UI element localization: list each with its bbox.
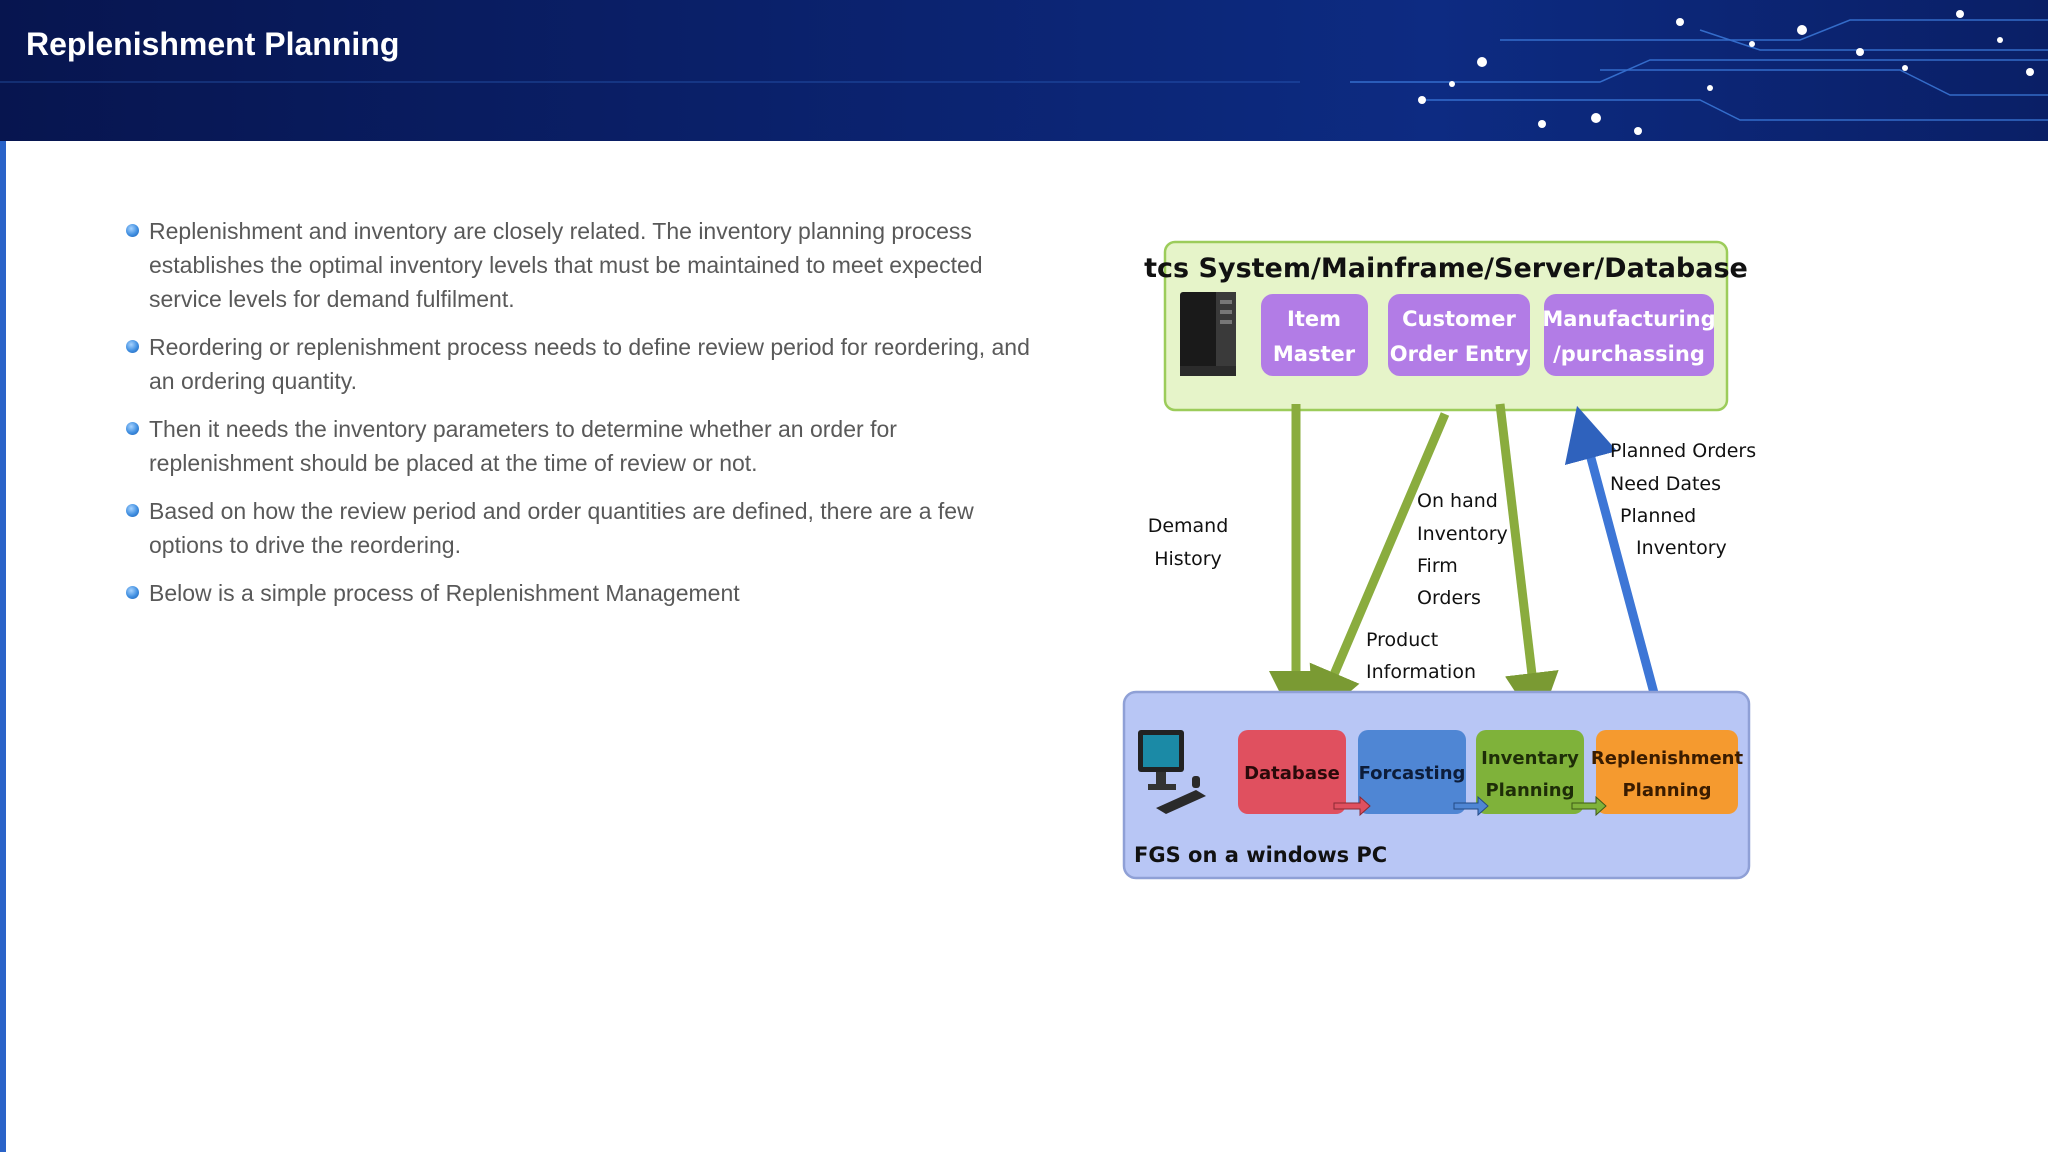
module-label-line2: /purchassing <box>1553 342 1705 366</box>
module-label-line1: Replenishment <box>1591 748 1744 769</box>
module-label-line2: Master <box>1273 342 1356 366</box>
list-item: Replenishment and inventory are closely … <box>126 214 1046 316</box>
circuit-decoration <box>0 10 2048 135</box>
process-diagram: tcs System/Mainframe/Server/Database Ite… <box>1122 240 1756 880</box>
label-product-info-line1: Product <box>1366 629 1438 651</box>
bullet-text: Replenishment and inventory are closely … <box>149 218 983 312</box>
label-planned-orders-line3: Planned <box>1620 505 1696 527</box>
module-label-line1: Manufacturing <box>1542 307 1715 331</box>
label-on-hand-line4: Orders <box>1417 587 1481 609</box>
label-planned-orders-line1: Planned Orders <box>1610 440 1756 462</box>
bullet-text: Below is a simple process of Replenishme… <box>149 580 740 606</box>
bullet-icon <box>126 224 139 237</box>
desktop-computer-icon <box>1138 730 1206 814</box>
list-item: Then it needs the inventory parameters t… <box>126 412 1046 480</box>
label-on-hand-line2: Inventory <box>1417 523 1508 545</box>
bullet-icon <box>126 422 139 435</box>
module-customer-order-entry: Customer Order Entry <box>1388 294 1530 376</box>
page-title: Replenishment Planning <box>26 26 400 62</box>
label-demand-history-line2: History <box>1154 548 1222 570</box>
module-label-line1: Customer <box>1402 307 1516 331</box>
module-database: Database <box>1238 730 1346 814</box>
arrow-on-hand-inventory <box>1495 403 1559 727</box>
server-tower-icon <box>1180 292 1236 376</box>
module-label-line2: Order Entry <box>1390 342 1529 366</box>
module-item-master: Item Master <box>1261 294 1368 376</box>
bullet-icon <box>126 340 139 353</box>
label-on-hand-line3: Firm <box>1417 555 1458 577</box>
module-replenishment-planning: Replenishment Planning <box>1591 730 1744 814</box>
bullet-icon <box>126 504 139 517</box>
arrow-product-information <box>1309 412 1450 723</box>
module-label-line1: Item <box>1287 307 1341 331</box>
bullet-icon <box>126 586 139 599</box>
module-label: Database <box>1244 763 1340 784</box>
slide-header: Replenishment Planning <box>0 0 2048 141</box>
bullet-text: Based on how the review period and order… <box>149 498 974 558</box>
list-item: Based on how the review period and order… <box>126 494 1046 562</box>
arrow-planned-orders <box>1564 405 1663 710</box>
bullet-text: Reordering or replenishment process need… <box>149 334 1030 394</box>
module-label-line2: Planning <box>1622 780 1711 801</box>
module-forcasting: Forcasting <box>1358 730 1466 814</box>
bullet-text: Then it needs the inventory parameters t… <box>149 416 897 476</box>
module-label-line1: Inventary <box>1481 748 1579 769</box>
module-connector-arrows <box>1333 795 1607 817</box>
slide-left-rule <box>0 141 6 1152</box>
module-label: Forcasting <box>1359 763 1466 784</box>
module-inventary-planning: Inventary Planning <box>1476 730 1584 814</box>
pc-box-caption: FGS on a windows PC <box>1134 843 1387 867</box>
bullet-list: Replenishment and inventory are closely … <box>126 214 1046 624</box>
label-planned-orders-line2: Need Dates <box>1610 473 1721 495</box>
list-item: Below is a simple process of Replenishme… <box>126 576 1046 610</box>
label-planned-orders-line4: Inventory <box>1636 537 1727 559</box>
system-box-title: tcs System/Mainframe/Server/Database <box>1144 253 1748 284</box>
label-demand-history-line1: Demand <box>1148 515 1229 537</box>
module-manufacturing-purchasing: Manufacturing /purchassing <box>1542 294 1716 376</box>
list-item: Reordering or replenishment process need… <box>126 330 1046 398</box>
module-label-line2: Planning <box>1485 780 1574 801</box>
label-on-hand-line1: On hand <box>1417 490 1498 512</box>
label-product-info-line2: Information <box>1366 661 1476 683</box>
